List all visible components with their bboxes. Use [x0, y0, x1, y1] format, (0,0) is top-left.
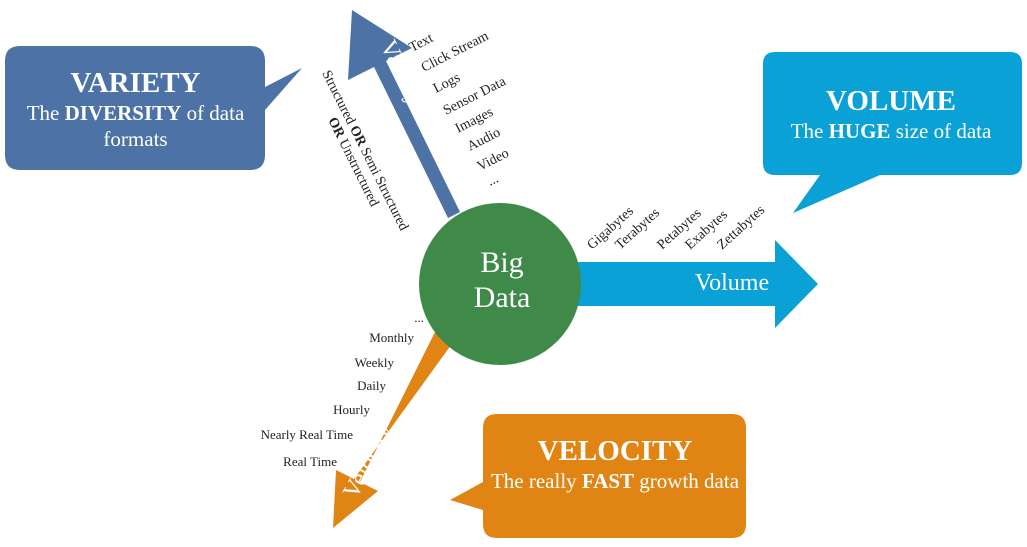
- variety-callout-shape: [5, 46, 302, 170]
- variety-callout-desc: The DIVERSITY of data formats: [26, 101, 245, 151]
- volume-arrow-label: Volume: [695, 270, 769, 296]
- velocity-item: Weekly: [355, 355, 395, 370]
- velocity-item: Nearly Real Time: [261, 427, 354, 442]
- velocity-items: ... Monthly Weekly Daily Hourly Nearly R…: [261, 310, 424, 469]
- variety-item: Video: [475, 146, 512, 175]
- variety-item: ...: [485, 171, 501, 189]
- velocity-item: Daily: [357, 378, 386, 393]
- volume-callout-desc: The HUGE size of data: [790, 119, 992, 143]
- volume-callout-shape: [763, 52, 1022, 213]
- variety-item: Logs: [431, 70, 463, 96]
- variety-callout-title: VARIETY: [70, 67, 201, 99]
- velocity-callout-shape: [450, 414, 746, 538]
- velocity-item: Real Time: [283, 454, 337, 469]
- velocity-item: Hourly: [333, 402, 370, 417]
- velocity-callout-title: VELOCITY: [537, 435, 693, 467]
- velocity-item: ...: [414, 310, 424, 325]
- volume-callout-title: VOLUME: [826, 85, 956, 117]
- variety-callout: VARIETY The DIVERSITY of data formats: [8, 66, 263, 152]
- velocity-item: Monthly: [369, 330, 414, 345]
- velocity-arrow: [333, 322, 462, 528]
- big-data-line1: Big: [480, 246, 523, 279]
- velocity-callout: VELOCITY The really FAST growth data: [484, 434, 746, 494]
- big-data-line2: Data: [474, 281, 531, 314]
- variety-item: Text: [407, 31, 436, 56]
- volume-arrow: [575, 240, 818, 328]
- volume-callout: VOLUME The HUGE size of data: [762, 84, 1020, 144]
- volume-items: Gigabytes Terabytes Petabytes Exabytes Z…: [585, 203, 768, 253]
- variety-arrow: [348, 10, 460, 218]
- velocity-callout-desc: The really FAST growth data: [490, 469, 740, 493]
- big-data-circle: [419, 203, 581, 365]
